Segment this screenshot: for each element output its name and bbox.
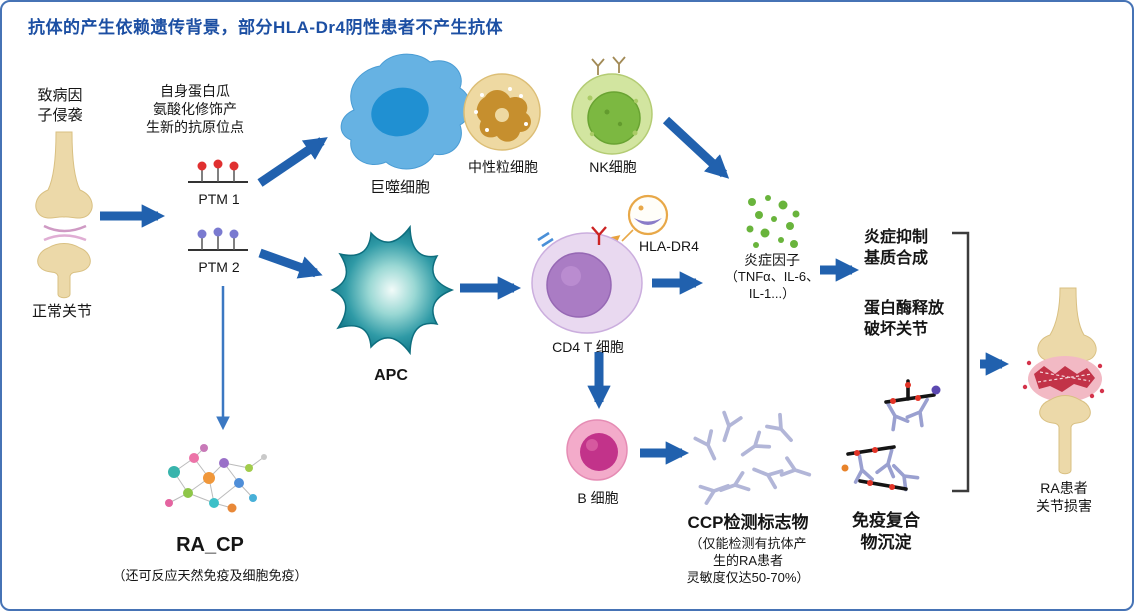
nk-label: NK细胞 [589,159,637,175]
normal-joint-label: 正常关节 [31,303,92,320]
cd4t-label: CD4 T 细胞 [552,339,624,355]
pathogen-label: 致病因 子侵袭 [37,87,83,124]
citrullination-note: 自身蛋白瓜 氨酸化修饰产 生新的抗原位点 [146,83,244,136]
figure-title: 抗体的产生依赖遗传背景，部分HLA-Dr4阴性患者不产生抗体 [28,18,503,37]
cd4-tcell-illustration [531,226,643,334]
ra-damage-label: RA患者 关节损害 [1036,480,1092,515]
flow-arrows [100,116,1010,465]
grouping-bracket [952,231,970,493]
ccp-note: （仅能检测有抗体产 生的RA患者 灵敏度仅达50-70%） [686,536,810,585]
macrophage-label: 巨噬细胞 [369,179,430,196]
bcell-label: B 细胞 [577,490,619,506]
hla-dr4-label: HLA-DR4 [639,238,699,254]
arrow-ptm2-to-apc [258,248,323,279]
tcr-receptor-icon [591,226,607,245]
normal-joint-illustration [35,131,93,299]
macrophage-illustration [340,53,471,170]
damaged-joint-illustration [1022,287,1105,475]
apc-illustration [330,224,455,356]
racp-title: RA_CP [176,534,244,556]
ptm1-antigen-icon [188,159,248,183]
cd4-receptor-icon [537,231,554,248]
racp-note: （还可反应天然免疫及细胞免疫） [112,568,308,583]
ccp-antibody-cluster [693,410,814,505]
immune-complex-label: 免疫复合 物沉淀 [852,511,920,553]
neutrophil-label: 中性粒细胞 [468,159,538,175]
inflammation-effect-label: 炎症抑制 基质合成 [864,229,929,267]
apc-label: APC [374,367,408,384]
ccp-title: CCP检测标志物 [687,513,809,532]
nk-cell-illustration [571,56,653,155]
cytokines-label: 炎症因子 [744,252,800,268]
arrow-nk-to-cytokines [662,116,730,179]
hla-dr4-icon [621,194,669,242]
racp-network [165,444,267,513]
ptm1-label: PTM 1 [198,191,240,207]
cytokine-dots [746,195,800,248]
arrow-ptm1-to-macrophage [257,137,328,187]
ptm2-label: PTM 2 [198,259,240,275]
neutrophil-illustration [463,73,541,151]
cytokines-detail: （TNFα、IL-6、 IL-1...） [724,269,820,301]
ptm2-antigen-icon [188,227,248,251]
immune-complex-cluster [841,379,941,492]
bcell-illustration [566,419,628,481]
protease-effect-label: 蛋白酶释放 破坏关节 [864,300,945,338]
